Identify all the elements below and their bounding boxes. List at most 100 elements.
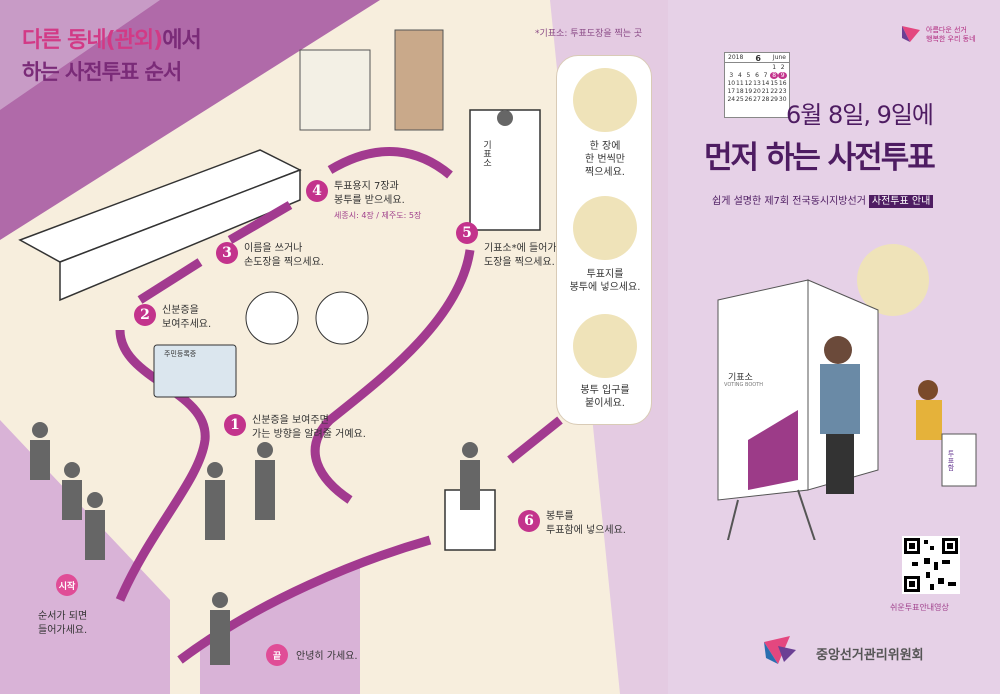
main-title: 먼저 하는 사전투표 xyxy=(704,140,936,176)
calendar-day: 21 xyxy=(761,88,770,95)
id-card-label: 주민등록증 xyxy=(164,350,197,358)
calendar-day: 29 xyxy=(770,96,778,103)
signature-circle xyxy=(245,291,299,345)
calendar-day: 16 xyxy=(778,80,787,87)
start-tag: 시작 xyxy=(56,574,78,596)
step-number: 5 xyxy=(456,222,478,244)
step-text: 신분증을 보여주세요. xyxy=(162,305,212,330)
step-3: 3 이름을 쓰거나 손도장을 찍으세요. xyxy=(216,242,324,270)
calendar-day: 27 xyxy=(753,96,761,103)
calendar-day: 28 xyxy=(761,96,770,103)
calendar-day: 23 xyxy=(778,88,787,95)
envelope-illustration xyxy=(573,196,637,260)
people-group xyxy=(30,110,513,665)
calendar-day: 13 xyxy=(753,80,761,87)
calendar-day: 6 xyxy=(755,72,759,79)
path-segment-2 xyxy=(137,258,203,304)
election-logo-icon xyxy=(902,26,920,42)
step-text: 투표용지 7장과 봉투를 받으세요. xyxy=(334,181,405,206)
path-segment-4 xyxy=(327,147,453,179)
calendar-day: 12 xyxy=(744,80,753,87)
desk-front xyxy=(59,168,301,302)
calendar-day: 10 xyxy=(727,80,736,87)
start-text: 순서가 되면 들어가세요. xyxy=(38,611,88,636)
subtitle-badge: 사전투표 안내 xyxy=(868,195,934,208)
callout-item-3: 봉투 입구를 붙이세요. xyxy=(580,385,630,409)
callout-item-2: 투표지를 봉투에 넣으세요. xyxy=(569,269,641,293)
calendar-day: 26 xyxy=(744,96,753,103)
cover-booth-label: 기표소 xyxy=(728,373,753,383)
procedure-panel: 다른 동네(관외)에서 하는 사전투표 순서 *기표소: 투표도장을 찍는 곳 … xyxy=(0,0,668,694)
calendar-day: 22 xyxy=(770,88,778,95)
step-text: 봉투를 투표함에 넣으세요. xyxy=(546,511,626,536)
end-tag: 끝 xyxy=(266,644,288,666)
calendar-day xyxy=(761,64,770,71)
calendar-day: 30 xyxy=(778,96,787,103)
cover-booth-sub: VOTING BOOTH xyxy=(724,382,764,388)
calendar-day: 18 xyxy=(736,88,744,95)
calendar-day: 11 xyxy=(736,80,744,87)
calendar-day xyxy=(727,64,736,71)
title-highlight: 다른 동네(관외) xyxy=(22,28,163,53)
step-text: 기표소*에 들어가서 도장을 찍으세요. xyxy=(484,243,566,268)
calendar-day: 24 xyxy=(727,96,736,103)
calendar-day: 14 xyxy=(761,80,770,87)
step-4: 4 투표용지 7장과 봉투를 받으세요. 세종시: 4장 / 제주도: 5장 xyxy=(306,180,421,221)
calendar-day: 7 xyxy=(763,72,768,79)
calendar-day xyxy=(744,64,753,71)
calendar-day: 25 xyxy=(736,96,744,103)
thumbprint-circle xyxy=(315,291,369,345)
subtitle-text: 쉽게 설명한 제7회 전국동시지방선거 xyxy=(712,196,866,207)
step-1: 1 신분증을 보여주면 가는 방향을 알려줄 거예요. xyxy=(224,414,366,442)
end-text: 안녕히 가세요. xyxy=(296,651,358,662)
step-text: 이름을 쓰거나 손도장을 찍으세요. xyxy=(244,243,324,268)
slogan: 아름다운 선거 행복한 우리 동네 xyxy=(926,26,976,43)
step-number: 6 xyxy=(518,510,540,532)
calendar-day: 9 xyxy=(778,72,787,79)
calendar-day xyxy=(736,64,745,71)
callout-item-1: 한 장에 한 번씩만 찍으세요. xyxy=(585,141,625,178)
title-rest: 에서 xyxy=(162,28,201,53)
ballot-box-label: 투표함 xyxy=(947,450,955,471)
calendar-day: 15 xyxy=(770,80,778,87)
seal-illustration xyxy=(573,314,637,378)
organization-name: 중앙선거관리위원회 xyxy=(816,648,924,663)
step-number: 4 xyxy=(306,180,328,202)
exit-floor xyxy=(200,560,360,694)
step-6: 6 봉투를 투표함에 넣으세요. xyxy=(518,510,626,538)
wall-top-left xyxy=(0,0,380,240)
id-card xyxy=(153,344,237,398)
page-subtitle: 하는 사전투표 순서 xyxy=(22,60,182,84)
calendar-month-name: June xyxy=(772,54,786,61)
nec-logo-icon xyxy=(764,636,796,664)
path-segment-3 xyxy=(227,201,293,244)
voting-booth xyxy=(469,109,541,231)
path-segment-5 xyxy=(310,249,475,504)
calendar-day: 8 xyxy=(769,72,779,79)
calendar-day: 4 xyxy=(737,72,742,79)
step-subtext: 세종시: 4장 / 제주도: 5장 xyxy=(334,211,422,220)
booth-note: *기표소: 투표도장을 찍는 곳 xyxy=(535,29,643,39)
step-5: 5 기표소*에 들어가서 도장을 찍으세요. xyxy=(456,222,566,270)
stamp-illustration xyxy=(573,68,637,132)
calendar-year: 2018 xyxy=(728,54,744,61)
qr-code[interactable] xyxy=(902,536,960,594)
page-title: 다른 동네(관외)에서 xyxy=(22,22,202,54)
calendar-day: 19 xyxy=(744,88,753,95)
ballot-stack xyxy=(299,49,371,131)
wall-shade xyxy=(0,0,160,110)
calendar-month: 6 xyxy=(755,54,761,63)
step-text: 신분증을 보여주면 가는 방향을 알려줄 거예요. xyxy=(252,415,366,440)
path-segment-1 xyxy=(115,329,210,602)
calendar-day: 17 xyxy=(727,88,736,95)
qr-caption: 쉬운투표안내영상 xyxy=(890,603,949,612)
calendar-day xyxy=(753,64,762,71)
path-segment-6 xyxy=(507,416,563,464)
step-number: 2 xyxy=(134,304,156,326)
calendar-day: 3 xyxy=(729,72,734,79)
booth-callout: 한 장에 한 번씩만 찍으세요. 투표지를 봉투에 넣으세요. 봉투 입구를 붙… xyxy=(556,55,652,425)
